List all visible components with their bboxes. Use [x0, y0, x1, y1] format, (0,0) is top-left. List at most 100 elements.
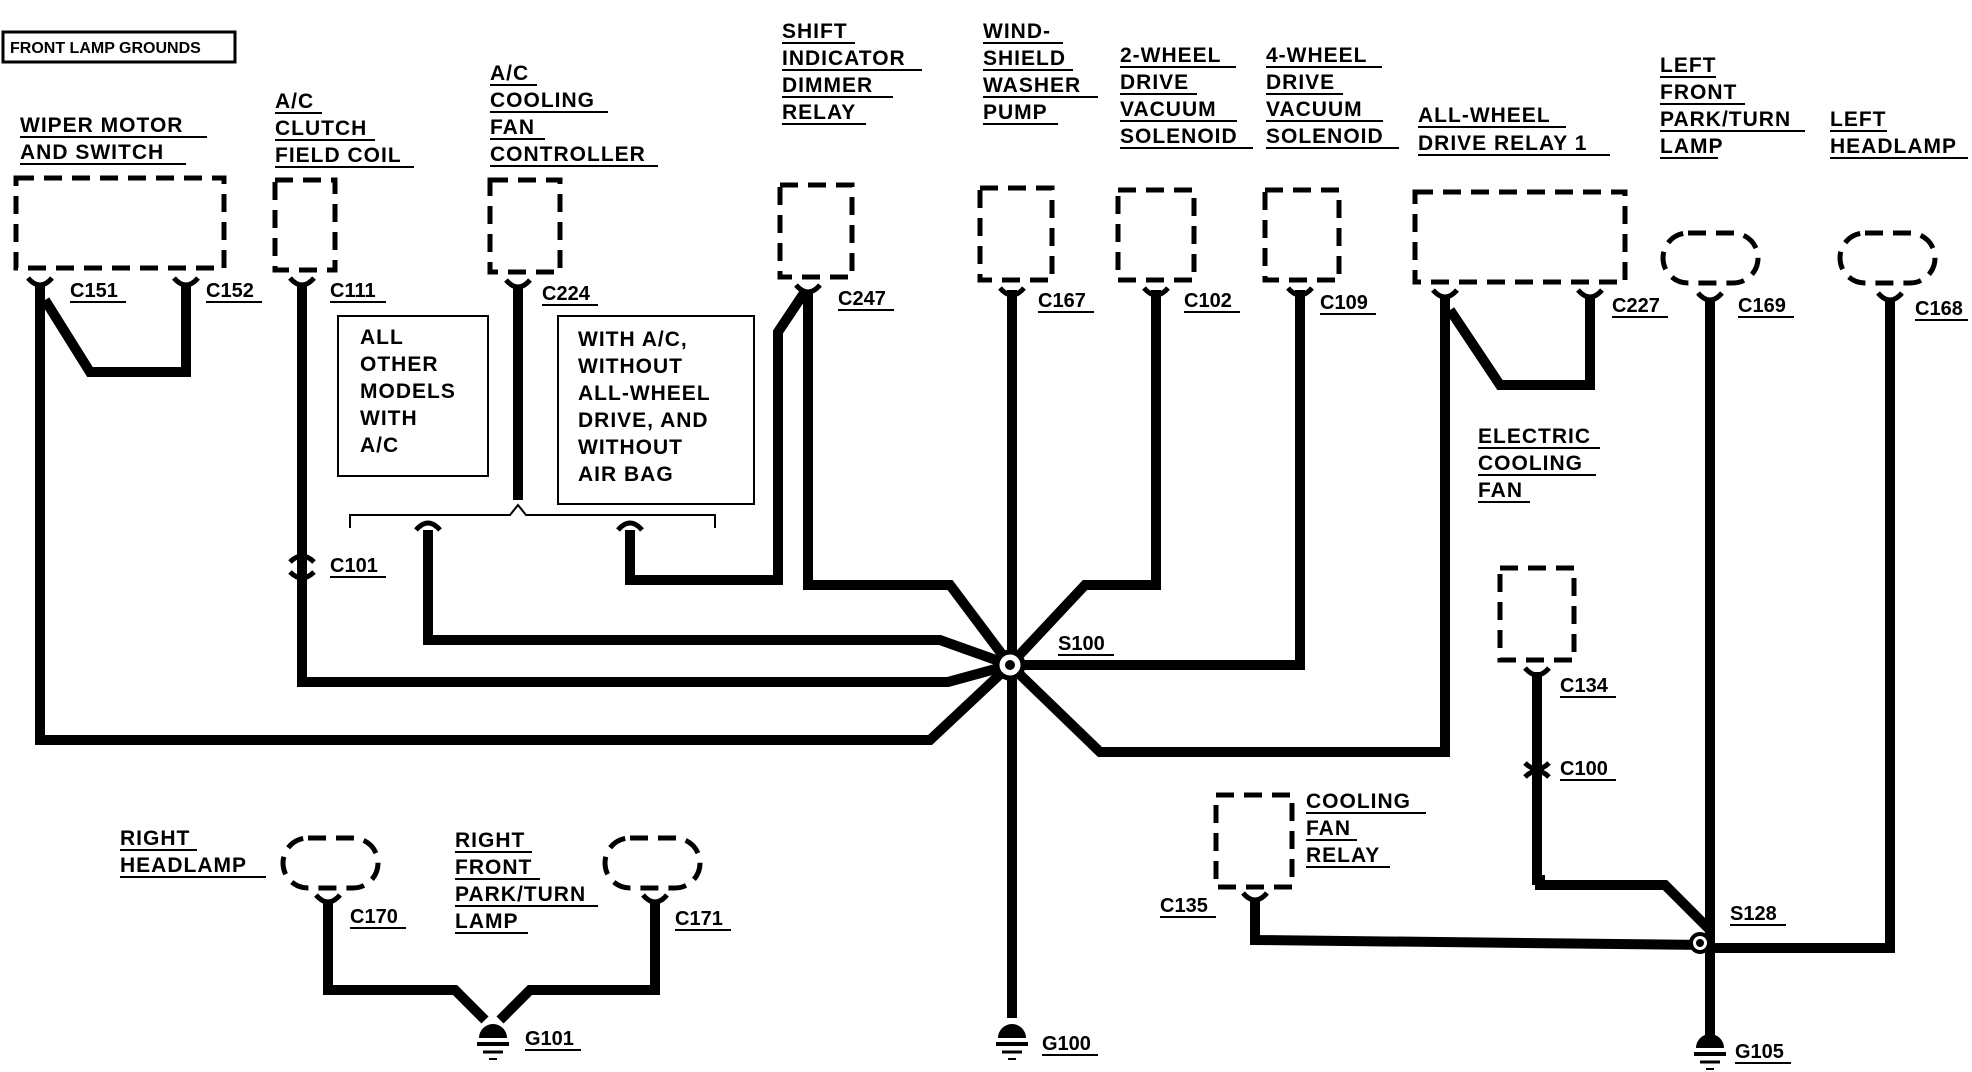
svg-text:FAN: FAN: [1478, 479, 1523, 502]
options-bracket: [349, 503, 716, 528]
svg-text:CONTROLLER: CONTROLLER: [490, 143, 646, 166]
ground-g100-label: G100: [1042, 1033, 1091, 1055]
svg-text:WASHER: WASHER: [983, 74, 1081, 97]
2wd-solenoid-wire: [1006, 290, 1161, 669]
cooling-fan-relay-label: COOLING FAN RELAY: [1306, 790, 1411, 867]
svg-text:CLUTCH: CLUTCH: [275, 117, 367, 140]
svg-text:ALL: ALL: [360, 326, 404, 349]
svg-text:LEFT: LEFT: [1660, 54, 1717, 77]
svg-text:WITHOUT: WITHOUT: [578, 436, 683, 459]
right-park-lamp-wire: [496, 900, 660, 1024]
left-headlamp-wire: [1710, 300, 1895, 953]
cooling-fan-relay-box: [1213, 792, 1295, 890]
left-headlamp-label: LEFT HEADLAMP: [1830, 108, 1957, 158]
ground-g105-icon: [1694, 1034, 1726, 1070]
wiper-motor-label: WIPER MOTOR AND SWITCH: [20, 114, 183, 164]
ground-g100-icon: [996, 1024, 1028, 1060]
awd-relay-wire: [1006, 297, 1450, 757]
svg-text:LAMP: LAMP: [1660, 135, 1724, 158]
note-other-models: ALL OTHER MODELS WITH A/C: [360, 326, 455, 457]
svg-text:WITHOUT: WITHOUT: [578, 355, 683, 378]
right-park-lamp-label: RIGHT FRONT PARK/TURN LAMP: [455, 829, 585, 933]
shift-relay-box: [777, 182, 855, 280]
shift-relay-label: SHIFT INDICATOR DIMMER RELAY: [782, 20, 906, 124]
left-park-lamp-label: LEFT FRONT PARK/TURN LAMP: [1660, 54, 1791, 158]
awd-c227-wire: [1445, 297, 1595, 390]
connector-c102-label: C102: [1184, 290, 1232, 312]
svg-text:FAN: FAN: [1306, 817, 1351, 840]
svg-text:FRONT: FRONT: [1660, 81, 1737, 104]
svg-text:HEADLAMP: HEADLAMP: [1830, 135, 1957, 158]
svg-text:WITH A/C,: WITH A/C,: [578, 328, 688, 351]
diagram-title: FRONT LAMP GROUNDS: [10, 40, 201, 57]
label-underlines: [20, 42, 1968, 1064]
svg-text:WIND-: WIND-: [983, 20, 1051, 43]
connector-c169-label: C169: [1738, 295, 1786, 317]
right-headlamp-box: [280, 835, 381, 891]
note-with-ac: WITH A/C, WITHOUT ALL-WHEEL DRIVE, AND W…: [578, 328, 710, 486]
svg-text:A/C: A/C: [275, 90, 314, 113]
ground-g105-label: G105: [1735, 1041, 1784, 1063]
shift-relay-wire: [803, 290, 1014, 668]
svg-text:SHIELD: SHIELD: [983, 47, 1066, 70]
splice-s100-center: [1005, 660, 1015, 670]
connector-c134-label: C134: [1560, 675, 1609, 697]
svg-text:ALL-WHEEL: ALL-WHEEL: [1418, 104, 1551, 127]
svg-text:DRIVE: DRIVE: [1120, 71, 1189, 94]
note-other-models-box: [337, 315, 489, 477]
electric-cooling-fan-label: ELECTRIC COOLING FAN: [1478, 425, 1591, 502]
svg-text:A/C: A/C: [490, 62, 529, 85]
connector-terminals: [26, 276, 1904, 905]
ac-clutch-box: [272, 177, 338, 273]
note-with-ac-box: [557, 315, 755, 505]
svg-text:PUMP: PUMP: [983, 101, 1048, 124]
svg-text:DIMMER: DIMMER: [782, 74, 873, 97]
svg-text:VACUUM: VACUUM: [1266, 98, 1363, 121]
2wd-solenoid-label: 2-WHEEL DRIVE VACUUM SOLENOID: [1120, 44, 1238, 148]
with-ac-wire: [625, 287, 811, 585]
connector-c224-label: C224: [542, 283, 591, 305]
connector-c227-label: C227: [1612, 295, 1660, 317]
washer-pump-box: [977, 185, 1055, 283]
svg-text:DRIVE: DRIVE: [1266, 71, 1335, 94]
svg-text:COOLING: COOLING: [490, 89, 595, 112]
c100-inline-connector: [1523, 761, 1551, 779]
svg-text:RELAY: RELAY: [1306, 844, 1380, 867]
svg-text:COOLING: COOLING: [1306, 790, 1411, 813]
splice-s128-label: S128: [1730, 903, 1777, 925]
ground-g101-icon: [477, 1024, 509, 1060]
connector-c135-label: C135: [1160, 895, 1208, 917]
connector-c101-label: C101: [330, 555, 378, 577]
connector-c111-label: C111: [330, 280, 376, 302]
ground-g101-label: G101: [525, 1028, 574, 1050]
ac-fan-controller-label: A/C COOLING FAN CONTROLLER: [490, 62, 646, 166]
wiper-c152-wire: [40, 285, 191, 377]
connector-c100-label: C100: [1560, 758, 1608, 780]
svg-text:PARK/TURN: PARK/TURN: [1660, 108, 1791, 131]
awd-relay-label: ALL-WHEEL DRIVE RELAY 1: [1418, 104, 1587, 155]
svg-text:SOLENOID: SOLENOID: [1120, 125, 1238, 148]
washer-pump-label: WIND- SHIELD WASHER PUMP: [983, 20, 1081, 124]
svg-text:OTHER: OTHER: [360, 353, 439, 376]
right-headlamp-label: RIGHT HEADLAMP: [120, 827, 246, 877]
connector-c247-label: C247: [838, 288, 886, 310]
svg-text:LAMP: LAMP: [455, 910, 519, 933]
right-headlamp-wire: [323, 900, 489, 1024]
svg-text:4-WHEEL: 4-WHEEL: [1266, 44, 1368, 67]
connector-c109-label: C109: [1320, 292, 1368, 314]
connector-c171-label: C171: [675, 908, 723, 930]
cooling-fan-wire: [1532, 672, 1714, 934]
connector-c170-label: C170: [350, 906, 398, 928]
connector-c152-label: C152: [206, 280, 254, 302]
svg-text:SOLENOID: SOLENOID: [1266, 125, 1384, 148]
svg-text:WIPER MOTOR: WIPER MOTOR: [20, 114, 183, 137]
4wd-solenoid-label: 4-WHEEL DRIVE VACUUM SOLENOID: [1266, 44, 1384, 148]
svg-text:VACUUM: VACUUM: [1120, 98, 1217, 121]
other-models-wire: [423, 530, 1012, 670]
svg-text:DRIVE RELAY 1: DRIVE RELAY 1: [1418, 132, 1587, 155]
svg-text:WITH: WITH: [360, 407, 418, 430]
svg-text:INDICATOR: INDICATOR: [782, 47, 906, 70]
svg-text:ELECTRIC: ELECTRIC: [1478, 425, 1591, 448]
ac-clutch-label: A/C CLUTCH FIELD COIL: [275, 90, 402, 167]
svg-text:FIELD COIL: FIELD COIL: [275, 144, 402, 167]
